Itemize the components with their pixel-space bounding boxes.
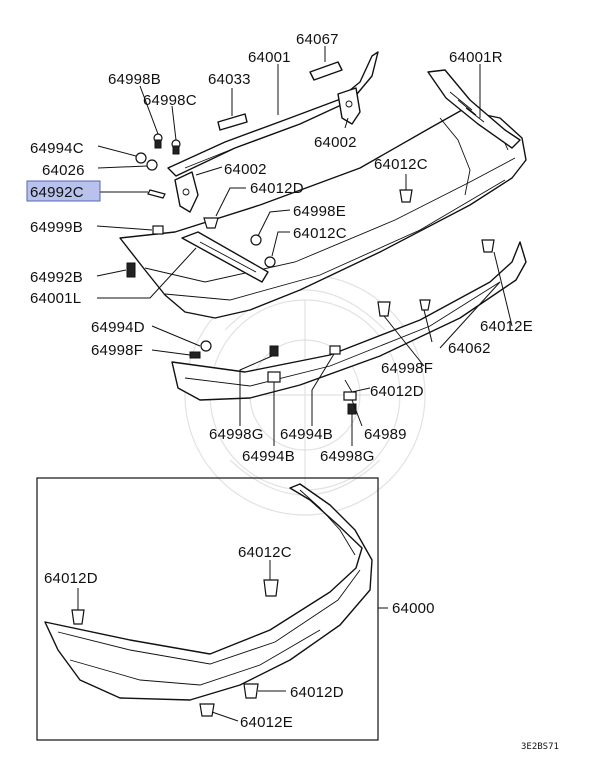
fastener-64998C[interactable] bbox=[171, 139, 181, 155]
callout-64033[interactable]: 64033 bbox=[208, 71, 251, 88]
callout-64012C-top[interactable]: 64012C bbox=[374, 156, 428, 173]
clip-64012D-top[interactable] bbox=[203, 217, 219, 229]
fastener-64989[interactable] bbox=[343, 391, 357, 401]
callout-64994B-a[interactable]: 64994B bbox=[280, 426, 333, 443]
clip-64012D-box-bottom[interactable] bbox=[243, 683, 259, 699]
callout-64994D[interactable]: 64994D bbox=[91, 319, 145, 336]
callout-64026[interactable]: 64026 bbox=[42, 162, 85, 179]
callout-64062[interactable]: 64062 bbox=[448, 340, 491, 357]
clip-64012C-mid[interactable] bbox=[264, 256, 276, 268]
callout-64012D-mid[interactable]: 64012D bbox=[370, 383, 424, 400]
callout-64994B-b[interactable]: 64994B bbox=[242, 448, 295, 465]
callout-64001L[interactable]: 64001L bbox=[30, 290, 81, 307]
rear-bumper-assembly-64000[interactable] bbox=[44, 483, 373, 701]
fastener-64998E[interactable] bbox=[250, 234, 262, 246]
assembly-box bbox=[36, 477, 379, 741]
clip-64998F-right[interactable] bbox=[419, 299, 431, 311]
trim-64067[interactable] bbox=[309, 61, 343, 81]
reference-code: 3E2BS71 bbox=[521, 742, 559, 752]
callout-64992C[interactable]: 64992C bbox=[30, 184, 84, 201]
fastener-64999B[interactable] bbox=[152, 225, 164, 235]
callout-64998G-left[interactable]: 64998G bbox=[209, 426, 264, 443]
screw-64992B[interactable] bbox=[126, 262, 136, 278]
washer-64026[interactable] bbox=[146, 159, 158, 171]
side-bracket-64001L[interactable] bbox=[181, 231, 269, 283]
screw-64992C[interactable] bbox=[147, 189, 166, 199]
callout-64998G-right[interactable]: 64998G bbox=[320, 448, 375, 465]
callout-64012D-box-left[interactable]: 64012D bbox=[44, 570, 98, 587]
callout-64998C[interactable]: 64998C bbox=[143, 92, 197, 109]
reinforcement-rail[interactable] bbox=[167, 51, 379, 177]
clip-64012C-box[interactable] bbox=[263, 579, 279, 597]
fastener-64998F-left[interactable] bbox=[189, 351, 201, 359]
callout-64000[interactable]: 64000 bbox=[392, 600, 435, 617]
callout-64002-right[interactable]: 64002 bbox=[314, 134, 357, 151]
fastener-64994B-b[interactable] bbox=[329, 345, 341, 355]
leader-lines-upper bbox=[96, 46, 513, 446]
callout-64012E-box[interactable]: 64012E bbox=[240, 714, 293, 731]
fastener-64998B[interactable] bbox=[153, 133, 163, 149]
bracket-64002-right[interactable] bbox=[337, 87, 361, 125]
callout-64998E[interactable]: 64998E bbox=[293, 203, 346, 220]
callout-64002-left[interactable]: 64002 bbox=[224, 161, 267, 178]
clip-64012E-box[interactable] bbox=[199, 703, 215, 717]
callout-64001R[interactable]: 64001R bbox=[449, 49, 503, 66]
callout-64012C-mid[interactable]: 64012C bbox=[293, 225, 347, 242]
clip-64012E-top[interactable] bbox=[481, 239, 495, 253]
callout-64067[interactable]: 64067 bbox=[296, 31, 339, 48]
callout-64994C[interactable]: 64994C bbox=[30, 140, 84, 157]
trim-strip-64033[interactable] bbox=[217, 113, 248, 131]
callout-64998F-left[interactable]: 64998F bbox=[91, 342, 143, 359]
bracket-64002-left[interactable] bbox=[174, 171, 199, 213]
callout-64012C-box[interactable]: 64012C bbox=[238, 544, 292, 561]
callout-64001-top[interactable]: 64001 bbox=[248, 49, 291, 66]
callout-64012D-box-bottom[interactable]: 64012D bbox=[290, 684, 344, 701]
fastener-64994D[interactable] bbox=[200, 340, 212, 352]
callout-64012E-top[interactable]: 64012E bbox=[480, 318, 533, 335]
fastener-64998G-left[interactable] bbox=[269, 345, 279, 357]
bracket-64001R[interactable] bbox=[427, 69, 521, 149]
callout-64992B[interactable]: 64992B bbox=[30, 269, 83, 286]
callout-64012D-top[interactable]: 64012D bbox=[250, 180, 304, 197]
clip-64012C-top[interactable] bbox=[399, 189, 413, 203]
callout-64998B[interactable]: 64998B bbox=[108, 71, 161, 88]
callout-64999B[interactable]: 64999B bbox=[30, 219, 83, 236]
clip-64012D-box-left[interactable] bbox=[71, 609, 85, 625]
clip-64012D-mid[interactable] bbox=[377, 301, 391, 317]
fastener-64998G-right[interactable] bbox=[347, 403, 357, 415]
fastener-64994B-a[interactable] bbox=[267, 371, 281, 383]
leader-lines-box bbox=[77, 560, 388, 722]
selected-part-highlight bbox=[26, 180, 101, 202]
callout-64989[interactable]: 64989 bbox=[364, 426, 407, 443]
callout-labels: 64067 64001 64001R 64998B 64033 64998C 6… bbox=[30, 31, 533, 731]
nut-64994C[interactable] bbox=[135, 152, 147, 164]
callout-64998F-right[interactable]: 64998F bbox=[381, 360, 433, 377]
